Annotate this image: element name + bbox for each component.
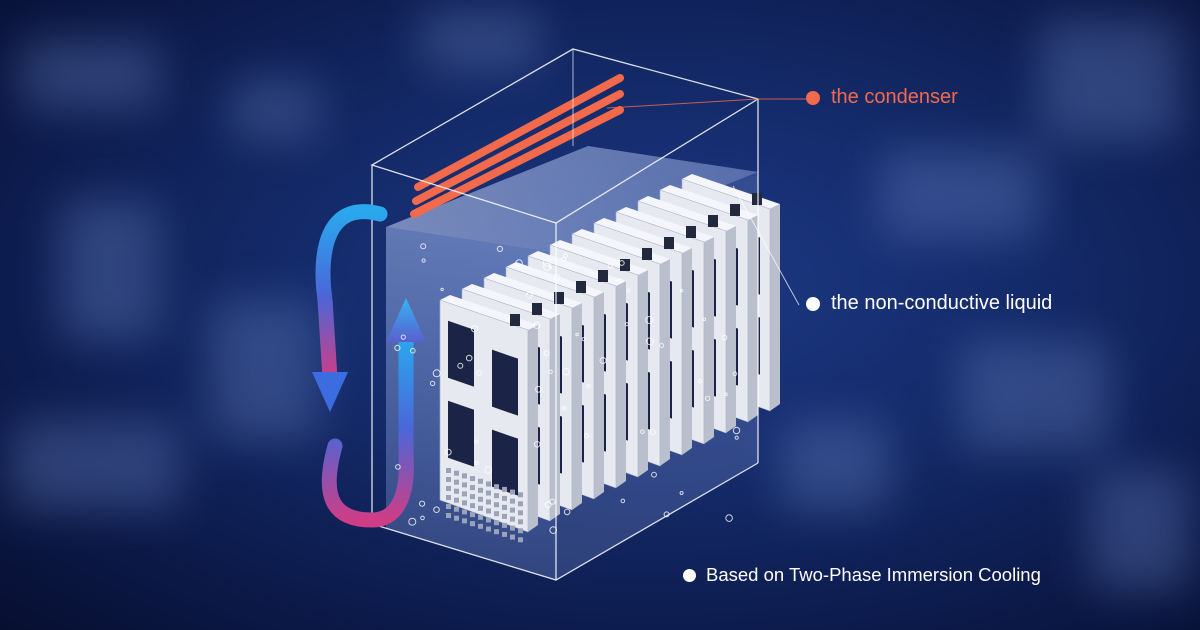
bubble: [549, 498, 556, 505]
bubble: [562, 368, 570, 376]
server-board: [439, 295, 538, 533]
server-rack: [439, 174, 780, 543]
bubble: [618, 278, 623, 283]
bubble: [581, 337, 586, 342]
bubble: [626, 288, 631, 293]
bubble: [560, 256, 567, 262]
dot-icon: [683, 568, 696, 582]
bubbles: [394, 243, 741, 534]
condenser-tube: [410, 106, 624, 218]
bubble: [533, 321, 541, 329]
bubble: [543, 262, 552, 271]
bubble: [515, 259, 523, 267]
bubble: [549, 526, 558, 534]
bubble: [420, 515, 425, 521]
bubble: [732, 371, 738, 377]
bubble: [543, 350, 550, 357]
circulation-arrow-icon: [312, 204, 426, 528]
bubble: [525, 291, 533, 299]
condenser-tube: [412, 90, 624, 205]
server-grille: [446, 468, 523, 543]
condenser-label: the condenser: [806, 86, 958, 109]
bubble: [624, 322, 629, 327]
bubble: [400, 334, 406, 340]
bubble: [465, 354, 473, 362]
bubble: [433, 506, 440, 514]
bubble: [408, 517, 417, 526]
bubble: [645, 316, 654, 324]
bubble: [474, 439, 479, 444]
bubble: [542, 258, 551, 267]
liquid-label-text: the non-conductive liquid: [831, 292, 1053, 314]
bubble: [470, 325, 479, 333]
bubble: [640, 429, 645, 435]
bubble: [679, 491, 684, 495]
bubble: [721, 334, 728, 341]
bubble: [553, 273, 561, 282]
bubble: [734, 435, 739, 440]
bubble: [544, 501, 552, 509]
bubble: [599, 357, 607, 364]
bubble: [663, 511, 670, 518]
bubble: [410, 347, 416, 354]
condenser: [410, 74, 624, 218]
bubble: [476, 370, 483, 376]
bubble: [444, 448, 452, 456]
bubble: [548, 369, 553, 375]
bubble: [562, 406, 567, 411]
bubble: [659, 343, 665, 348]
bubble: [432, 369, 441, 378]
bubble: [586, 384, 591, 389]
bubble: [649, 429, 656, 436]
condenser-tube: [414, 74, 624, 191]
bubble: [563, 508, 571, 516]
bubble: [575, 332, 579, 337]
bubble: [607, 263, 613, 269]
leader-lines: [606, 98, 806, 306]
liquid-label: the non-conductive liquid: [806, 292, 1052, 315]
bubble: [421, 258, 426, 263]
bubble: [651, 471, 657, 478]
bubble: [724, 392, 728, 397]
caption: Based on Two-Phase Immersion Cooling: [683, 564, 1041, 586]
bubble: [679, 288, 684, 293]
bubble: [704, 395, 711, 402]
condenser-label-text: the condenser: [831, 86, 958, 108]
bubble: [420, 243, 427, 250]
bubble: [725, 514, 733, 522]
bubble: [702, 317, 707, 322]
bubble: [394, 344, 401, 351]
bubble: [618, 260, 625, 266]
bubble: [697, 378, 703, 384]
dot-icon: [806, 90, 820, 105]
bubble: [496, 245, 503, 252]
bubble: [533, 441, 541, 448]
bubble: [440, 287, 444, 292]
bubble: [535, 385, 542, 393]
bubble: [484, 466, 493, 474]
bubble: [583, 433, 590, 439]
bubble: [732, 426, 741, 435]
bubble: [620, 498, 626, 504]
bubble: [429, 380, 436, 387]
dot-icon: [806, 296, 820, 311]
bubble: [474, 460, 479, 465]
glass-tank: [370, 48, 760, 581]
bubble: [395, 464, 401, 470]
bubble: [419, 500, 426, 507]
liquid-surface: [386, 146, 758, 253]
bubble: [457, 362, 464, 369]
bubble: [646, 337, 654, 346]
caption-text: Based on Two-Phase Immersion Cooling: [706, 564, 1041, 585]
